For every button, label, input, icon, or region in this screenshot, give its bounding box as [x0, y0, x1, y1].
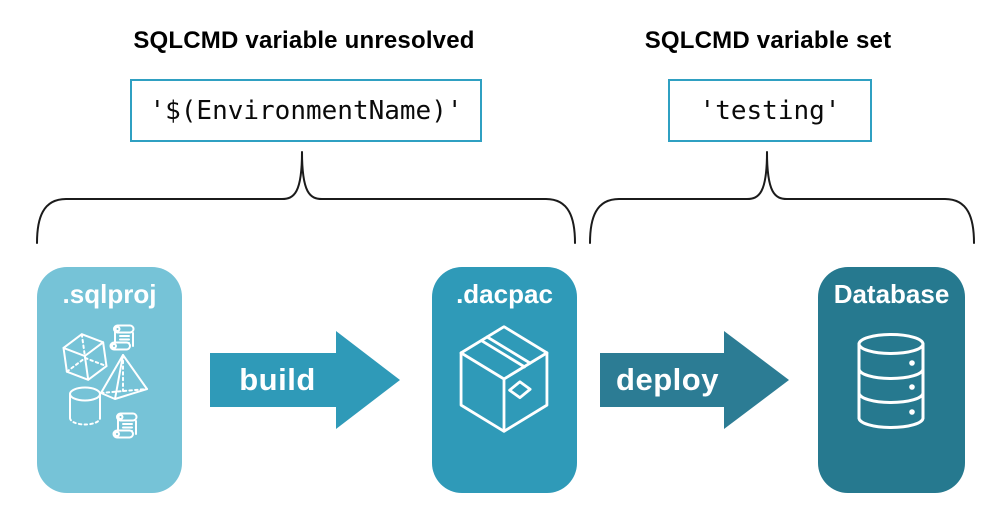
scroll-icon: [109, 324, 135, 351]
set-variable-value-box: 'testing': [668, 79, 872, 142]
database-card: Database: [818, 267, 965, 493]
cylinder-icon: [69, 386, 101, 426]
sqlproj-card: .sqlproj: [37, 267, 182, 493]
sql-project-objects-icon: [62, 324, 148, 439]
pyramid-icon: [100, 354, 148, 400]
cube-icon: [62, 333, 108, 381]
unresolved-variable-value-box: '$(EnvironmentName)': [130, 79, 482, 142]
unresolved-variable-heading: SQLCMD variable unresolved: [133, 27, 475, 54]
build-arrow-label: build: [239, 362, 316, 397]
dacpac-card: .dacpac: [432, 267, 577, 493]
scroll-icon: [112, 412, 138, 439]
sqlproj-card-label: .sqlproj: [62, 279, 157, 309]
set-variable-code: 'testing': [699, 95, 841, 126]
database-cylinder-icon: [857, 333, 925, 429]
deploy-arrow-label: deploy: [616, 362, 719, 397]
set-variable-heading: SQLCMD variable set: [644, 27, 892, 54]
unresolved-variable-code: '$(EnvironmentName)': [149, 95, 463, 126]
build-arrow: [210, 331, 400, 429]
right-curly-brace-icon: [589, 151, 975, 244]
dacpac-card-label: .dacpac: [456, 279, 553, 309]
deploy-arrow: [600, 331, 789, 429]
database-card-label: Database: [833, 279, 950, 309]
package-box-icon: [459, 325, 549, 433]
left-curly-brace-icon: [36, 151, 576, 244]
